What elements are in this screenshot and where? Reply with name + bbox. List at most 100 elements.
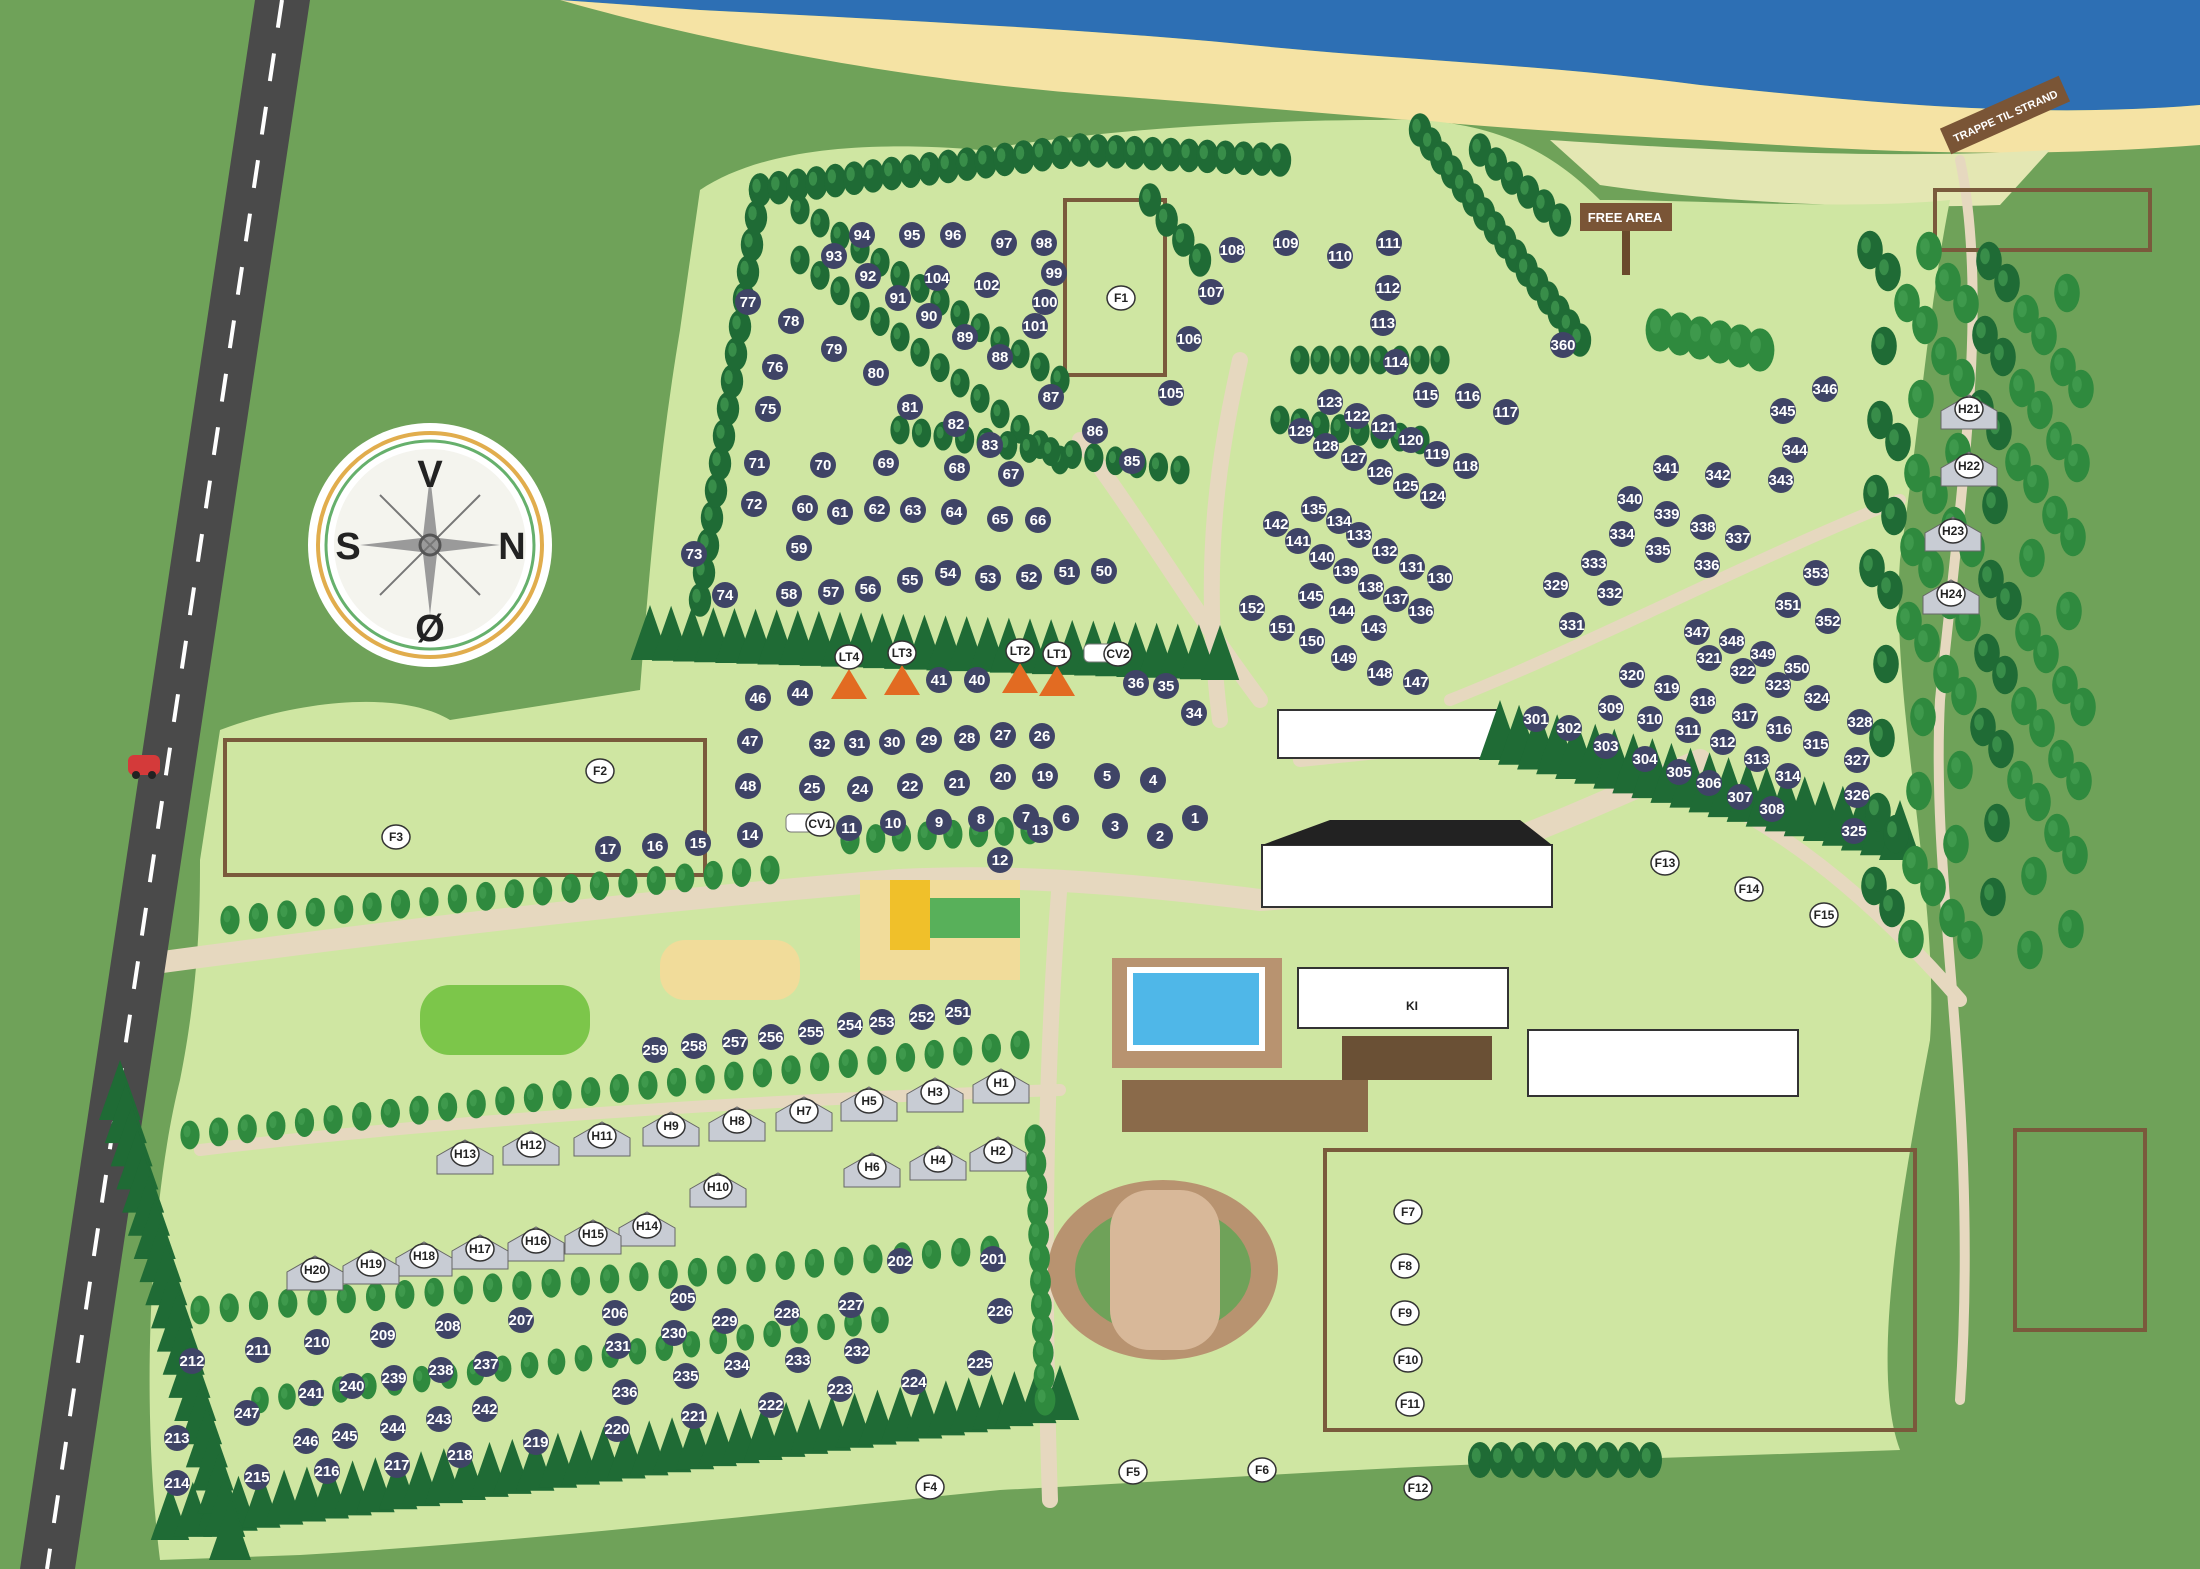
- tree-icon: [395, 1280, 415, 1309]
- tree-icon: [924, 1039, 944, 1069]
- tree-icon: [2025, 782, 2051, 822]
- pitch-label: 93: [821, 243, 847, 269]
- tree-icon: [736, 1324, 755, 1351]
- tree-icon: [2044, 813, 2070, 853]
- tree-icon: [817, 1313, 835, 1341]
- pitch-label: 310: [1637, 706, 1663, 732]
- svg-text:46: 46: [750, 690, 767, 707]
- svg-text:340: 340: [1617, 491, 1642, 508]
- tree-icon: [981, 1033, 1001, 1063]
- pitch-label: 126: [1367, 459, 1393, 485]
- tree-icon: [834, 1246, 854, 1276]
- svg-text:74: 74: [717, 587, 734, 604]
- buildings: KI: [1122, 709, 1799, 1132]
- svg-text:328: 328: [1847, 714, 1872, 731]
- pitch-label: 122: [1344, 403, 1370, 429]
- tree-icon: [1900, 527, 1926, 567]
- pitch-label: 257: [722, 1029, 748, 1055]
- tree-icon: [1885, 422, 1911, 462]
- tree-icon: [1330, 414, 1350, 443]
- svg-text:341: 341: [1653, 460, 1678, 477]
- pitch-label: 238: [428, 1357, 454, 1383]
- svg-text:304: 304: [1632, 751, 1658, 768]
- tree-icon: [1914, 623, 1940, 663]
- svg-text:54: 54: [940, 565, 957, 582]
- pitch-label: 334: [1609, 521, 1635, 547]
- tree-icon: [277, 900, 297, 930]
- svg-text:132: 132: [1372, 543, 1397, 560]
- svg-text:315: 315: [1803, 736, 1828, 753]
- paddock-label: F13: [1650, 850, 1680, 876]
- pitch-label: 106: [1176, 326, 1202, 352]
- svg-text:139: 139: [1333, 563, 1358, 580]
- svg-text:237: 237: [473, 1356, 498, 1373]
- pitch-label: 17: [595, 836, 621, 862]
- paddock-label: F4: [915, 1474, 945, 1500]
- tree-icon: [294, 1108, 315, 1137]
- svg-text:317: 317: [1732, 708, 1757, 725]
- svg-text:313: 313: [1744, 751, 1769, 768]
- kiosk-building: [1297, 967, 1509, 1029]
- pitch-label: 102: [974, 272, 1000, 298]
- svg-text:63: 63: [905, 502, 922, 519]
- pitch-label: 64: [941, 499, 967, 525]
- pitch-label: 87: [1038, 384, 1064, 410]
- svg-text:347: 347: [1684, 624, 1709, 641]
- pitch-label: 137: [1383, 586, 1409, 612]
- cabin-label: H21: [1954, 396, 1984, 422]
- pitch-label: 148: [1367, 660, 1393, 686]
- svg-text:333: 333: [1581, 555, 1606, 572]
- pitch-label: 138: [1358, 574, 1384, 600]
- svg-text:213: 213: [164, 1430, 189, 1447]
- svg-text:318: 318: [1690, 693, 1715, 710]
- svg-text:308: 308: [1759, 801, 1784, 818]
- svg-text:217: 217: [384, 1457, 409, 1474]
- svg-text:22: 22: [902, 778, 919, 795]
- cabin-label: H11: [587, 1123, 617, 1149]
- svg-text:F15: F15: [1814, 908, 1835, 922]
- svg-text:145: 145: [1298, 588, 1323, 605]
- svg-text:133: 133: [1346, 527, 1371, 544]
- tree-icon: [628, 1338, 647, 1365]
- east-rise-path: [1444, 494, 1906, 706]
- pitch-label: 111: [1376, 230, 1402, 256]
- svg-text:349: 349: [1750, 646, 1775, 663]
- tree-icon: [570, 1266, 590, 1296]
- tree-icon: [842, 161, 866, 196]
- pitch-label: 31: [844, 730, 870, 756]
- tree-icon: [830, 276, 850, 306]
- svg-text:134: 134: [1326, 513, 1352, 530]
- tree-icon: [1030, 1266, 1051, 1298]
- svg-text:352: 352: [1815, 613, 1840, 630]
- pitch-label: 152: [1239, 595, 1265, 621]
- cabin-label: H17: [465, 1236, 495, 1262]
- tree-icon: [775, 1251, 795, 1280]
- tree-icon: [1970, 707, 1996, 747]
- svg-text:110: 110: [1328, 248, 1352, 265]
- pitch-label: 9: [926, 809, 952, 835]
- compass-west: V: [417, 454, 443, 496]
- pitch-label: 213: [164, 1425, 190, 1451]
- tree-icon: [237, 1114, 257, 1144]
- pitch-label: 307: [1727, 784, 1753, 810]
- svg-text:62: 62: [869, 501, 886, 518]
- tree-icon: [767, 170, 791, 205]
- pitch-label: 253: [869, 1009, 895, 1035]
- pitch-label: 232: [844, 1338, 870, 1364]
- tree-icon: [716, 391, 740, 426]
- pitch-label: 327: [1844, 747, 1870, 773]
- tree-icon: [688, 583, 712, 617]
- pitch-label: 221: [681, 1403, 707, 1429]
- pitch-label: 123: [1317, 389, 1343, 415]
- paddock-fences: [223, 188, 2152, 1432]
- pitch-label: 66: [1025, 507, 1051, 533]
- svg-text:73: 73: [686, 546, 703, 563]
- pitch-label: 127: [1341, 445, 1367, 471]
- tree-icon: [970, 384, 990, 413]
- svg-text:129: 129: [1288, 423, 1313, 440]
- svg-text:H16: H16: [525, 1234, 547, 1248]
- pitch-label: 69: [873, 450, 899, 476]
- tree-icon: [998, 430, 1018, 460]
- svg-text:222: 222: [758, 1397, 783, 1414]
- tree-icon: [720, 364, 744, 399]
